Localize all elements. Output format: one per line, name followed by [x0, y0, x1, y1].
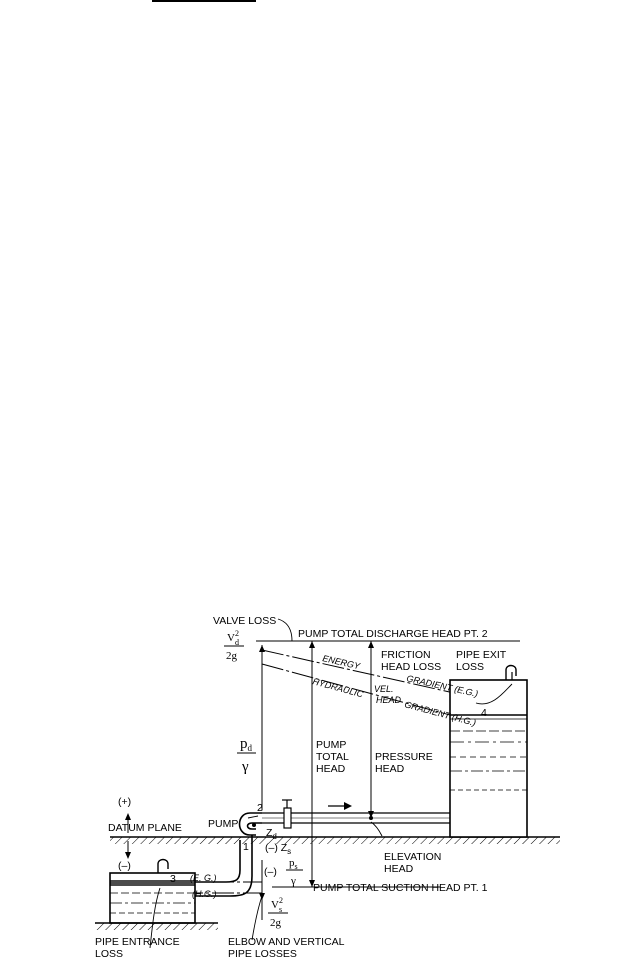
pipe-exit-loss-label-1: PIPE EXIT — [456, 649, 507, 661]
svg-text:V2d: V2d — [227, 629, 239, 647]
gradient-eg-label: GRADIENT (E.G.) — [406, 673, 479, 699]
minus-direction-arrow — [125, 841, 131, 859]
neg-zs-label: (–) Zs — [265, 842, 291, 856]
zd-symbol: Z — [266, 827, 273, 839]
vs-subscript: s — [279, 905, 282, 914]
point-2-label: 2 — [257, 802, 263, 814]
plus-direction-arrow — [125, 813, 131, 833]
suction-pipe — [148, 835, 253, 897]
pipe-entrance-loss-label-2: LOSS — [95, 948, 123, 960]
hg-suction-label: (H.G.) — [192, 889, 217, 899]
pd-letter: p — [240, 736, 248, 752]
pump-total-head-label-2: TOTAL — [316, 751, 349, 763]
pump-label: PUMP — [208, 818, 238, 830]
ps-over-gamma: ps γ — [286, 857, 303, 887]
svg-text:pd: pd — [240, 736, 253, 753]
discharge-pipe — [262, 812, 450, 824]
pipe-exit-loss-label-2: LOSS — [456, 661, 484, 673]
valve — [282, 799, 292, 829]
pd-over-gamma: pd γ — [237, 736, 256, 775]
pd-subscript: d — [248, 743, 253, 753]
pressure-head-label-1: PRESSURE — [375, 751, 433, 763]
vel-head-label-1: VEL. — [374, 684, 394, 694]
vs-denominator: 2g — [270, 917, 282, 929]
ps-gamma: γ — [290, 875, 296, 887]
header-rule — [152, 0, 256, 2]
zs-subscript: s — [287, 847, 291, 856]
plus-sign-label: (+) — [118, 796, 131, 808]
minus-sign-label: (–) — [118, 860, 131, 872]
pump-total-head-label-3: HEAD — [316, 763, 346, 775]
pump-total-suction-head-label: PUMP TOTAL SUCTION HEAD PT. 1 — [313, 882, 488, 894]
elbow-losses-label-1: ELBOW AND VERTICAL — [228, 936, 345, 948]
elevation-head-label-1: ELEVATION — [384, 851, 441, 863]
friction-head-loss-label-2: HEAD LOSS — [381, 661, 441, 673]
pd-gamma: γ — [241, 759, 249, 775]
point-4-label: 4 — [481, 707, 487, 719]
point-1-label: 1 — [243, 841, 249, 853]
hydraulic-gradient-discharge — [261, 663, 451, 716]
hydraulic-label: HYDRAULIC — [311, 676, 364, 699]
vd-subscript: d — [235, 638, 239, 647]
eg-suction-label: (E. G.) — [190, 873, 217, 883]
pipe-entrance-loss-label-1: PIPE ENTRANCE — [95, 936, 180, 948]
elevation-head-label-2: HEAD — [384, 863, 414, 875]
energy-label: ENERGY — [322, 653, 362, 671]
ps-subscript: s — [295, 862, 298, 871]
vs-exponent: 2 — [279, 896, 283, 905]
valve-loss-label: VALVE LOSS — [213, 615, 276, 627]
pump-loop — [238, 812, 262, 836]
vd-denominator: 2g — [226, 650, 238, 662]
leader-lines — [149, 618, 513, 949]
suction-tank — [95, 858, 218, 930]
vd-exponent: 2 — [235, 629, 239, 638]
zd-subscript: d — [272, 832, 276, 841]
discharge-tank — [449, 664, 528, 838]
friction-head-loss-label-1: FRICTION — [381, 649, 431, 661]
zd-label: Zd — [266, 827, 277, 841]
vd-letter: V — [227, 632, 235, 644]
elbow-losses-label-2: PIPE LOSSES — [228, 948, 297, 960]
pump-total-discharge-head-label: PUMP TOTAL DISCHARGE HEAD PT. 2 — [298, 628, 488, 640]
neg-ps-sign-label: (–) — [264, 866, 277, 878]
dimension-lines — [261, 641, 372, 920]
vel-head-label-2: HEAD — [376, 695, 402, 705]
neg-zs-symbol: (–) Z — [265, 842, 288, 854]
point-3-label: 3 — [170, 873, 176, 885]
vs-letter: V — [271, 899, 279, 911]
ground-datum-plane — [110, 836, 560, 844]
datum-plane-label: DATUM PLANE — [108, 822, 182, 834]
flow-arrow — [328, 802, 352, 810]
svg-text:ps: ps — [289, 857, 298, 871]
pump-point-marker — [252, 823, 256, 827]
pressure-head-label-2: HEAD — [375, 763, 405, 775]
svg-text:V2s: V2s — [271, 896, 283, 914]
pump-total-head-label-1: PUMP — [316, 739, 346, 751]
ps-letter: p — [289, 857, 295, 869]
